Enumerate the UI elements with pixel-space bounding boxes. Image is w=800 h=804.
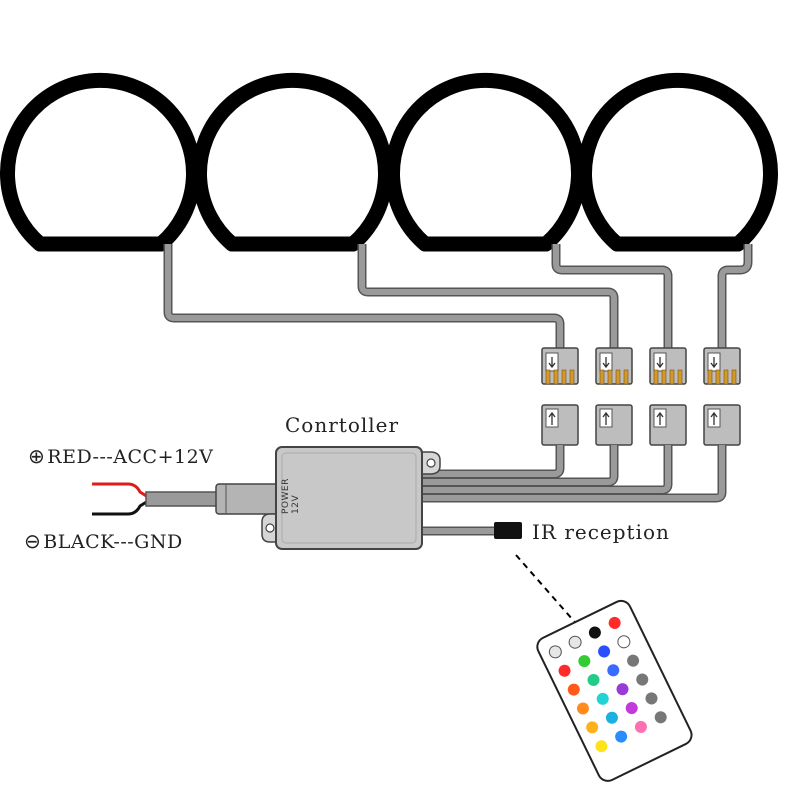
positive-wire-text: RED---ACC+12V [47,446,214,468]
connector-1 [541,347,579,446]
ir-reception-label: IR reception [532,520,670,544]
controller-output-wires [422,445,727,536]
halo-ring-4 [577,72,778,252]
negative-symbol-icon: ⊖ [24,529,42,553]
remote-color-grid [558,635,667,753]
negative-wire-label: ⊖BLACK---GND [24,529,183,553]
ir-signal-line [515,554,581,629]
remote-control [536,599,693,782]
controller-label: Conrtoller [285,413,400,437]
connector-3 [649,347,687,446]
positive-wire-label: ⊕RED---ACC+12V [28,444,213,468]
halo-ring-2 [192,72,393,252]
halo-ring-3 [385,72,586,252]
ir-receiver [494,522,522,539]
remote-top-row [548,616,621,659]
halo-ring-1 [0,72,201,252]
power-input-cable [92,482,279,516]
connector-4 [703,347,741,446]
controller-power-label: POWER 12V [281,478,301,514]
connector-2 [595,347,633,446]
ring-wires [163,244,753,352]
positive-symbol-icon: ⊕ [28,444,46,468]
controller-box [261,446,441,550]
negative-wire-text: BLACK---GND [43,531,183,553]
